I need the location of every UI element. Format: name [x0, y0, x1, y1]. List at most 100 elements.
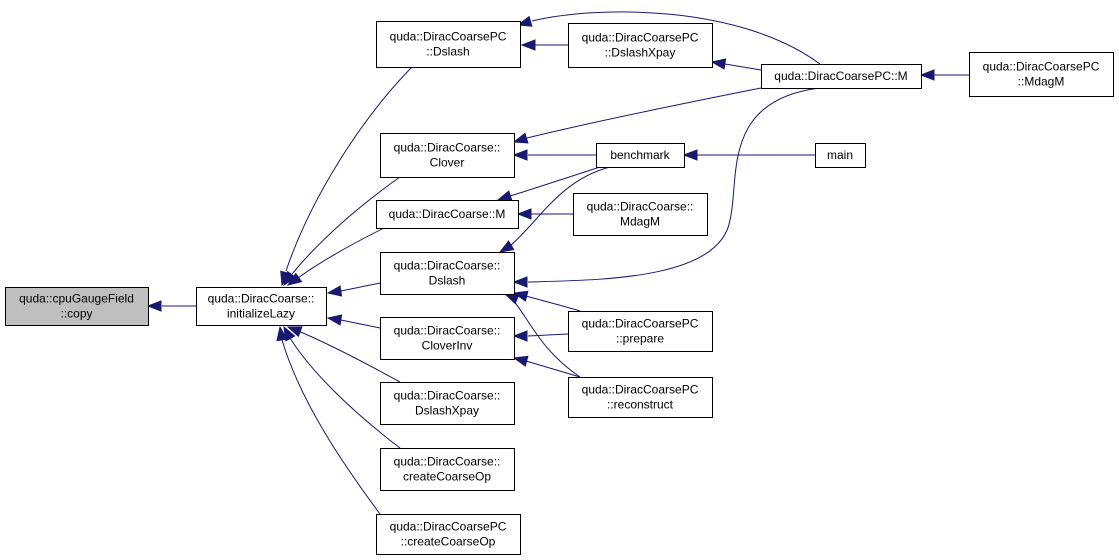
node-label-line: Dslash: [429, 274, 466, 288]
edge-DiracCoarse_initializeLazy-to-cpuGaugeField_copy: [146, 300, 196, 312]
node-label-line: initializeLazy: [227, 307, 295, 321]
edge-DiracCoarse_DslashXpay-to-DiracCoarse_initializeLazy: [286, 326, 401, 383]
node-label-line: ::MdagM: [1018, 75, 1065, 89]
node-DiracCoarse_initializeLazy[interactable]: quda::DiracCoarse::initializeLazy: [196, 287, 327, 326]
edge-arrowhead-icon: [516, 208, 532, 220]
edge-arrowhead-icon: [286, 326, 303, 338]
node-DiracCoarsePC_prepare[interactable]: quda::DiracCoarsePC::prepare: [568, 311, 713, 352]
node-label-line: quda::DiracCoarse::: [394, 455, 501, 469]
edge-DiracCoarsePC_M-to-DiracCoarse_Dslash: [512, 87, 821, 288]
node-DiracCoarse_DslashXpay[interactable]: quda::DiracCoarse::DslashXpay: [380, 382, 515, 425]
node-DiracCoarse_Clover[interactable]: quda::DiracCoarse::Clover: [380, 133, 515, 178]
node-box[interactable]: [761, 64, 922, 89]
edge-arrowhead-icon: [520, 39, 536, 51]
node-box[interactable]: [568, 377, 713, 418]
edge-line: [289, 337, 401, 449]
edge-DiracCoarsePC_DslashXpay-to-DiracCoarsePC_Dslash: [520, 39, 568, 51]
edge-arrowhead-icon: [512, 355, 529, 367]
edge-arrowhead-icon: [919, 69, 935, 81]
edge-DiracCoarse_M-to-DiracCoarse_initializeLazy: [286, 227, 385, 286]
node-label-line: main: [827, 148, 853, 162]
node-label-line: quda::DiracCoarse::M: [389, 207, 506, 221]
node-label-line: ::reconstruct: [607, 398, 674, 412]
node-label-line: ::DslashXpay: [605, 46, 676, 60]
edge-line: [509, 166, 611, 247]
edge-arrowhead-icon: [286, 272, 303, 286]
edge-DiracCoarse_createCoarseOp-to-DiracCoarse_initializeLazy: [283, 325, 401, 449]
edge-DiracCoarsePC_M-to-DiracCoarse_Clover: [512, 87, 762, 144]
edge-line: [291, 176, 401, 275]
node-box[interactable]: [376, 21, 521, 68]
edge-line: [724, 63, 762, 71]
node-label-line: ::copy: [60, 307, 92, 321]
edge-arrowhead-icon: [496, 190, 513, 202]
node-DiracCoarsePC_Dslash[interactable]: quda::DiracCoarsePC::Dslash: [376, 21, 521, 68]
edge-DiracCoarse_MdagM-to-DiracCoarse_M: [516, 208, 573, 220]
node-label-line: quda::DiracCoarse::: [394, 389, 501, 403]
node-box[interactable]: [376, 200, 519, 229]
edge-DiracCoarsePC_M-to-DiracCoarsePC_DslashXpay: [710, 58, 762, 71]
node-box[interactable]: [5, 287, 149, 326]
edge-line: [527, 87, 821, 283]
edge-line: [525, 295, 581, 312]
node-label-line: quda::DiracCoarse::: [587, 200, 694, 214]
edge-arrowhead-icon: [682, 149, 698, 161]
node-label-line: MdagM: [620, 215, 660, 229]
edge-arrowhead-icon: [283, 270, 297, 287]
node-DiracCoarsePC_createCoarseOp[interactable]: quda::DiracCoarsePC::createCoarseOp: [376, 514, 521, 555]
edge-arrowhead-icon: [326, 314, 343, 326]
node-label-line: quda::DiracCoarsePC: [983, 60, 1100, 74]
node-label-line: quda::DiracCoarse::: [394, 141, 501, 155]
node-box[interactable]: [568, 23, 713, 68]
edge-line: [525, 360, 581, 378]
node-box[interactable]: [376, 514, 521, 555]
node-box[interactable]: [380, 317, 515, 360]
node-box[interactable]: [573, 193, 708, 236]
edge-arrowhead-icon: [512, 149, 528, 161]
node-label-line: ::createCoarseOp: [401, 535, 496, 549]
node-main[interactable]: main: [815, 143, 866, 168]
node-DiracCoarse_Dslash[interactable]: quda::DiracCoarse::Dslash: [380, 252, 515, 295]
edge-benchmark-to-DiracCoarse_Dslash: [498, 166, 611, 253]
node-box[interactable]: [380, 133, 515, 178]
node-label-line: CloverInv: [422, 339, 473, 353]
edge-line: [527, 333, 569, 337]
node-DiracCoarse_CloverInv[interactable]: quda::DiracCoarse::CloverInv: [380, 317, 515, 360]
node-box[interactable]: [815, 143, 866, 168]
node-layer: quda::cpuGaugeField::copyquda::DiracCoar…: [5, 21, 1114, 555]
node-label-line: quda::DiracCoarsePC: [390, 30, 507, 44]
edge-arrowhead-icon: [276, 325, 288, 342]
edge-arrowhead-icon: [710, 58, 727, 70]
node-label-line: ::Dslash: [426, 45, 469, 59]
node-DiracCoarsePC_MdagM[interactable]: quda::DiracCoarsePC::MdagM: [969, 52, 1114, 97]
edge-DiracCoarsePC_M-to-DiracCoarsePC_Dslash: [516, 11, 821, 65]
edge-arrowhead-icon: [146, 300, 162, 312]
edge-DiracCoarse_CloverInv-to-DiracCoarse_initializeLazy: [326, 314, 381, 329]
edge-arrowhead-icon: [512, 132, 529, 144]
node-box[interactable]: [196, 287, 327, 326]
edge-line: [340, 282, 381, 292]
node-box[interactable]: [596, 143, 685, 168]
node-DiracCoarsePC_DslashXpay[interactable]: quda::DiracCoarsePC::DslashXpay: [568, 23, 713, 68]
edge-DiracCoarsePC_prepare-to-DiracCoarse_CloverInv: [512, 330, 569, 342]
node-box[interactable]: [568, 311, 713, 352]
node-box[interactable]: [969, 52, 1114, 97]
node-benchmark[interactable]: benchmark: [596, 143, 685, 168]
edge-benchmark-to-DiracCoarse_Clover: [512, 149, 596, 161]
edge-DiracCoarse_Clover-to-DiracCoarse_initializeLazy: [283, 176, 401, 287]
edge-DiracCoarsePC_createCoarseOp-to-DiracCoarse_initializeLazy: [276, 325, 381, 515]
node-DiracCoarsePC_reconstruct[interactable]: quda::DiracCoarsePC::reconstruct: [568, 377, 713, 418]
node-DiracCoarse_M[interactable]: quda::DiracCoarse::M: [376, 200, 519, 229]
edge-DiracCoarsePC_reconstruct-to-DiracCoarse_CloverInv: [512, 355, 581, 378]
node-DiracCoarse_createCoarseOp[interactable]: quda::DiracCoarse::createCoarseOp: [380, 448, 515, 491]
node-DiracCoarse_MdagM[interactable]: quda::DiracCoarse::MdagM: [573, 193, 708, 236]
node-box[interactable]: [380, 252, 515, 295]
edge-line: [295, 329, 401, 383]
node-box[interactable]: [380, 448, 515, 491]
node-box[interactable]: [380, 382, 515, 425]
node-cpuGaugeField_copy[interactable]: quda::cpuGaugeField::copy: [5, 287, 149, 326]
node-label-line: quda::DiracCoarse::: [394, 324, 501, 338]
node-DiracCoarsePC_M[interactable]: quda::DiracCoarsePC::M: [761, 64, 922, 89]
node-label-line: Clover: [430, 156, 465, 170]
edge-DiracCoarsePC_prepare-to-DiracCoarse_Dslash: [512, 290, 581, 312]
